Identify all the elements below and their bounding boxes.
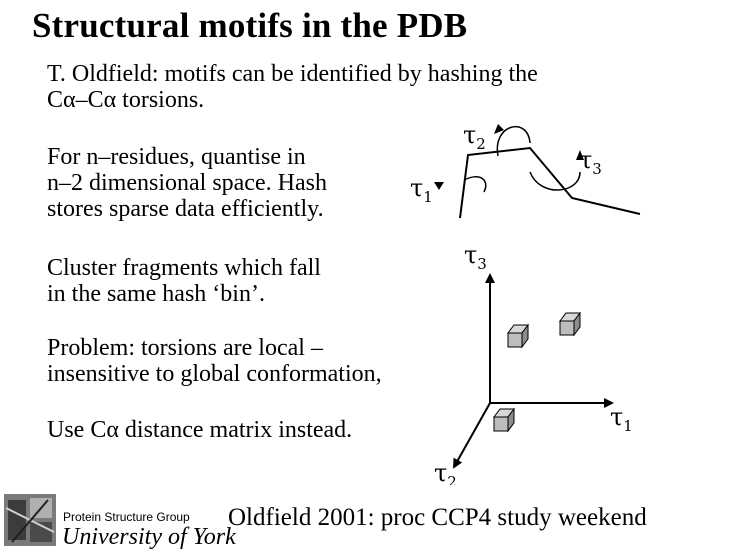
tau2-arrowhead [494,124,504,134]
paragraph-hashing: For n–residues, quantise in n–2 dimensio… [47,144,327,222]
hash-space-axes: τ3 τ1 τ2 [434,241,633,485]
tau3-axis-label: τ3 [464,241,487,273]
paragraph-line: in the same hash ‘bin’. [47,281,265,307]
university-logo-image [4,494,56,546]
tau2-axis [453,402,491,469]
tau2-label: τ2 [463,121,486,153]
paragraph-problem: Problem: torsions are local – insensitiv… [47,335,382,387]
tau2-axis-label: τ2 [434,459,457,485]
tau3-arrowhead [576,150,584,160]
paragraph-line: insensitive to global conformation, [47,361,382,387]
backbone-chain [459,146,641,219]
tau2-rotation-arrow [496,125,531,157]
intro-line-2: Cα–Cα torsions. [47,87,205,113]
tau1-label: τ1 [410,174,433,206]
hash-bin-cube [493,407,515,433]
university-name: University of York [62,524,236,550]
tau1-arrowhead [434,182,444,190]
hash-bin-cube [559,311,581,337]
paragraph-line: stores sparse data efficiently. [47,196,324,222]
paragraph-line: For n–residues, quantise in [47,144,306,170]
slide-title: Structural motifs in the PDB [32,6,468,45]
tau1-axis-label: τ1 [610,403,633,435]
paragraph-line: Problem: torsions are local – [47,335,323,361]
torsion-diagram: τ2 τ3 τ1 [410,121,641,219]
intro-text: T. Oldfield: motifs can be identified by… [47,61,538,113]
paragraph-line: n–2 dimensional space. Hash [47,170,327,196]
paragraph-clustering: Cluster fragments which fall in the same… [47,255,321,307]
tau3-label: τ3 [579,146,602,178]
intro-line-1: T. Oldfield: motifs can be identified by… [47,61,538,87]
tau3-rotation-arrow [529,171,581,191]
paragraph-line: Cluster fragments which fall [47,255,321,281]
research-group-name: Protein Structure Group [63,510,190,524]
hash-bin-cube [507,323,529,349]
tau1-rotation-arrow [463,176,487,193]
citation: Oldfield 2001: proc CCP4 study weekend [228,504,647,531]
paragraph-solution: Use Cα distance matrix instead. [47,417,353,443]
